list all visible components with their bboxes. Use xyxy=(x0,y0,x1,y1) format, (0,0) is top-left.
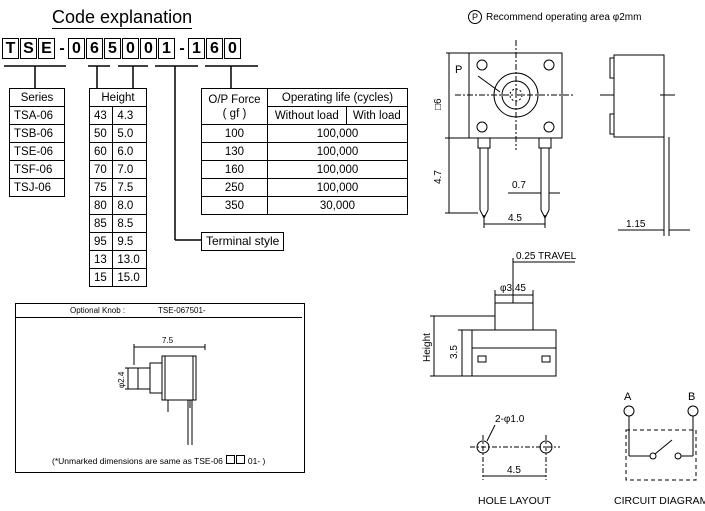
knob-dim-dia: φ2.4 xyxy=(117,371,126,388)
code-char: 1 xyxy=(158,38,175,59)
height-code: 70 xyxy=(88,160,114,179)
dim-4-5-holes: 4.5 xyxy=(507,465,521,476)
height-code: 15 xyxy=(88,268,114,287)
force-unit: ( gf ) xyxy=(222,107,247,120)
knob-header: Optional Knob : TSE-067501- xyxy=(16,304,302,318)
blank-box-icon xyxy=(235,455,245,464)
code-char: 5 xyxy=(104,38,121,59)
dim-3-5: 3.5 xyxy=(449,345,460,359)
code-char: 6 xyxy=(206,38,223,59)
code-char: 0 xyxy=(224,38,241,59)
code-dash: - xyxy=(179,40,185,57)
life-header: Operating life (cycles) xyxy=(266,88,409,107)
life-value: 100,000 xyxy=(266,142,409,161)
force-value: 350 xyxy=(201,196,268,215)
height-code: 43 xyxy=(88,106,114,125)
hole-layout-label: HOLE LAYOUT xyxy=(478,495,551,507)
knob-dim-length: 7.5 xyxy=(162,336,174,345)
series-header: Series xyxy=(9,88,65,107)
code-char: 0 xyxy=(122,38,139,59)
series-row: TSJ-06 xyxy=(9,178,65,197)
p-circle-icon: P xyxy=(468,10,482,24)
height-code: 85 xyxy=(88,214,114,233)
dim-dia-3-45: φ3.45 xyxy=(500,283,526,294)
code-char: 1 xyxy=(188,38,205,59)
page-title: Code explanation xyxy=(52,7,193,29)
code-dash: - xyxy=(59,40,65,57)
knob-title: Optional Knob : xyxy=(70,306,126,315)
dim-4-5: 4.5 xyxy=(508,213,522,224)
code-char: S xyxy=(20,38,37,59)
code-char: 6 xyxy=(86,38,103,59)
dim-1-15: 1.15 xyxy=(626,219,646,230)
knob-part: TSE-067501- xyxy=(158,306,206,315)
blank-box-icon xyxy=(225,455,235,464)
force-header: O/P Force xyxy=(208,93,261,106)
height-value: 8.5 xyxy=(112,214,147,233)
optional-knob-box xyxy=(15,303,305,473)
height-value: 9.5 xyxy=(112,232,147,251)
series-row: TSF-06 xyxy=(9,160,65,179)
circuit-diagram-label: CIRCUIT DIAGRAM xyxy=(614,495,705,507)
series-table: Series TSA-06 TSB-06 TSE-06 TSF-06 TSJ-0… xyxy=(9,88,65,197)
code-char: 0 xyxy=(68,38,85,59)
life-value: 30,000 xyxy=(266,196,409,215)
code-char: E xyxy=(38,38,55,59)
height-code: 50 xyxy=(88,124,114,143)
terminal-style-label: Terminal style xyxy=(201,232,285,251)
circuit-terminal-b: B xyxy=(688,391,695,403)
height-value: 15.0 xyxy=(112,268,147,287)
dim-square-6: □6 xyxy=(433,98,444,110)
knob-note: (*Unmarked dimensions are same as TSE-06… xyxy=(52,455,266,466)
dim-0-7: 0.7 xyxy=(512,180,526,191)
code-char: T xyxy=(2,38,19,59)
dim-height: Height xyxy=(422,333,433,362)
dim-holes: 2-φ1.0 xyxy=(495,414,525,425)
force-table: O/P Force( gf )Operating life (cycles) W… xyxy=(201,88,409,215)
height-value: 4.3 xyxy=(112,106,147,125)
p-label: P xyxy=(455,64,462,76)
height-value: 6.0 xyxy=(112,142,147,161)
travel-label: 0.25 TRAVEL xyxy=(516,251,577,262)
dim-4-7: 4.7 xyxy=(433,170,444,184)
circuit-terminal-a: A xyxy=(624,391,632,403)
height-code: 80 xyxy=(88,196,114,215)
code-char: 0 xyxy=(140,38,157,59)
